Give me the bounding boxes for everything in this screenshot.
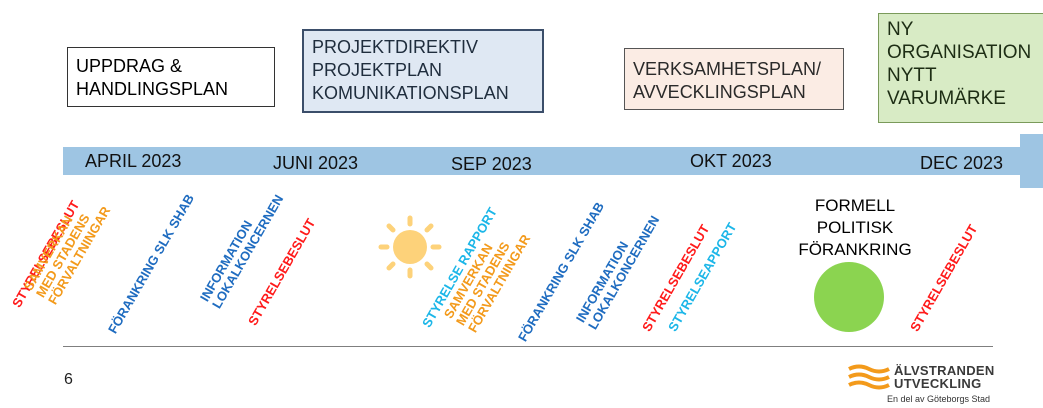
page-number: 6: [64, 371, 73, 388]
alvstranden-logo: ÄLVSTRANDEN UTVECKLING En del av Götebor…: [847, 363, 1027, 408]
month-dec: DEC 2023: [920, 153, 1004, 173]
logo-subtitle: En del av Göteborgs Stad: [887, 394, 991, 404]
box-verksamhetsplan: VERKSAMHETSPLAN/ AVVECKLINGSPLAN: [624, 48, 844, 110]
month-april: APRIL 2023: [85, 151, 182, 171]
month-juni: JUNI 2023: [273, 153, 359, 173]
formell-politisk-forankring-label: FORMELL POLITISK FÖRANKRING: [798, 196, 912, 259]
logo-line2: UTVECKLING: [894, 376, 982, 391]
green-circle-icon: [814, 262, 884, 332]
timeline-arrow: [63, 134, 1043, 188]
box-ny-organisation: NY ORGANISATION NYTT VARUMÄRKE: [878, 13, 1043, 123]
milestone-forankring: FÖRANKRING SLK SHAB: [105, 191, 198, 336]
logo-line1: ÄLVSTRANDEN: [894, 363, 995, 378]
box-projektdirektiv: PROJEKTDIREKTIV PROJEKTPLAN KOMUNIKATION…: [302, 29, 544, 113]
month-okt: OKT 2023: [690, 151, 772, 171]
box-uppdrag-handlingsplan: UPPDRAG & HANDLINGSPLAN: [67, 47, 275, 107]
footer-divider: [63, 346, 993, 347]
milestone-samverkan: SAMVERKAN MED STADENS FÖRVALTNINGAR: [20, 203, 114, 307]
month-sep: SEP 2023: [451, 154, 532, 174]
logo-waves-icon: [848, 364, 890, 390]
sun-icon: [378, 215, 442, 279]
